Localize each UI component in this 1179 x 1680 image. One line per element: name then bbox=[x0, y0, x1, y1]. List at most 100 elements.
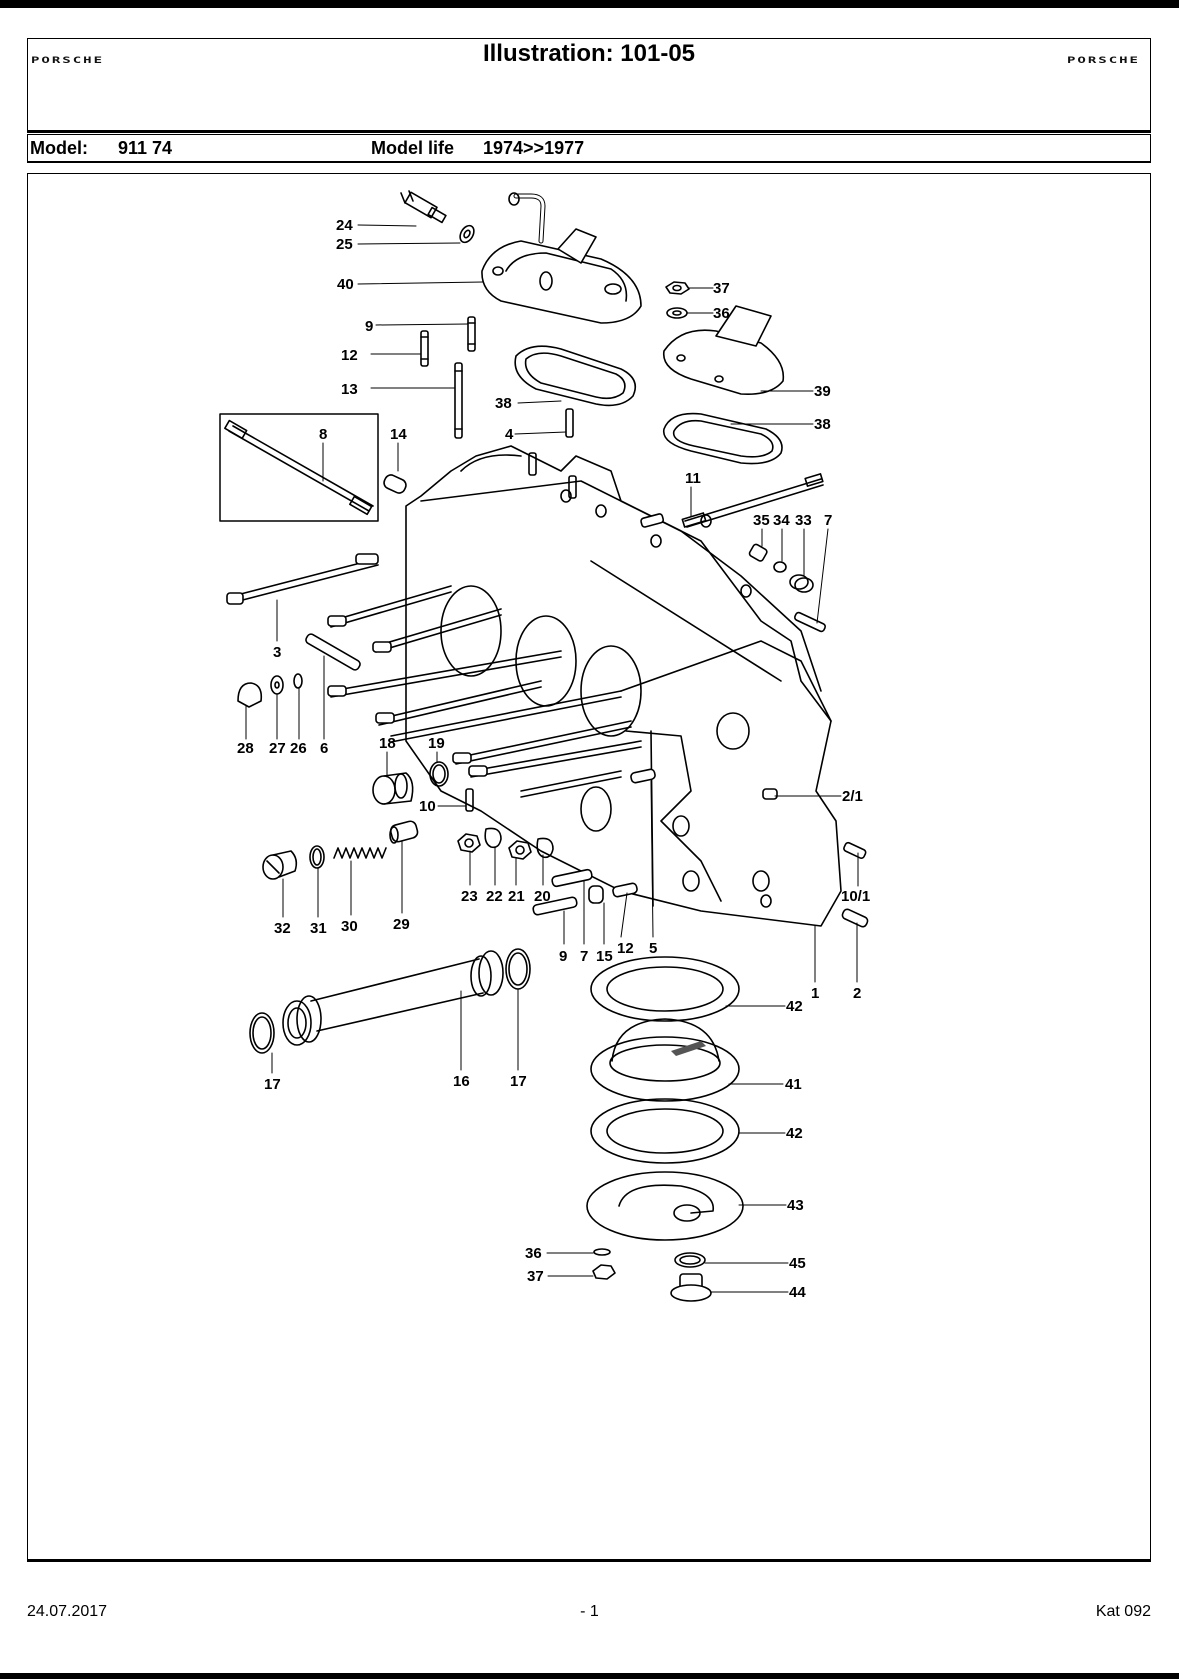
stud-part-13 bbox=[454, 362, 463, 439]
nut-part-37-bottom bbox=[592, 1264, 616, 1280]
washer-part-25 bbox=[459, 224, 475, 244]
model-life-label: Model life bbox=[371, 138, 455, 158]
seal-ring-part-17-left bbox=[249, 1012, 275, 1054]
stud-part-9-lower bbox=[532, 896, 578, 916]
cap-nut-part-28 bbox=[237, 682, 263, 708]
callout-31: 31 bbox=[310, 920, 327, 937]
callout-7-right: 7 bbox=[824, 512, 832, 529]
callout-25: 25 bbox=[336, 236, 353, 253]
callout-5: 5 bbox=[649, 940, 657, 957]
callout-43: 43 bbox=[787, 1197, 804, 1214]
porsche-logo-left: PORSCHE bbox=[31, 56, 105, 66]
stud-part-7-lower bbox=[551, 868, 593, 888]
callout-18: 18 bbox=[379, 735, 396, 752]
bottom-black-band bbox=[0, 1673, 1179, 1679]
callout-20: 20 bbox=[534, 888, 551, 905]
top-black-band bbox=[0, 0, 1179, 8]
callout-6: 6 bbox=[320, 740, 328, 757]
stud-part-12-top bbox=[420, 330, 429, 367]
callout-37-bottom: 37 bbox=[527, 1268, 544, 1285]
model-life-value: 1974>>1977 bbox=[483, 138, 585, 158]
callout-1: 1 bbox=[811, 985, 819, 1002]
stud-part-2 bbox=[841, 908, 869, 928]
callout-41: 41 bbox=[785, 1076, 802, 1093]
callout-22: 22 bbox=[486, 888, 503, 905]
callout-32: 32 bbox=[274, 920, 291, 937]
porsche-logo-right: PORSCHE bbox=[1066, 56, 1140, 66]
pipe-part-16 bbox=[282, 950, 504, 1046]
stud-part-2-1 bbox=[762, 788, 778, 800]
stud-part-7-right bbox=[793, 611, 827, 633]
callout-23: 23 bbox=[461, 888, 478, 905]
gasket-part-38-left bbox=[514, 345, 637, 407]
callout-19: 19 bbox=[428, 735, 445, 752]
callout-3: 3 bbox=[273, 644, 281, 661]
callout-27: 27 bbox=[269, 740, 286, 757]
callout-7-lower: 7 bbox=[580, 948, 588, 965]
callout-2: 2 bbox=[853, 985, 861, 1002]
model-info-row: Model: 911 74 Model life 1974>>1977 bbox=[27, 134, 1151, 163]
print-date: 24.07.2017 bbox=[27, 1603, 108, 1620]
callout-36-top: 36 bbox=[713, 305, 730, 322]
sleeve-part-15 bbox=[588, 885, 604, 904]
callout-8: 8 bbox=[319, 426, 327, 443]
stud-part-10 bbox=[465, 788, 474, 812]
plug-part-33 bbox=[789, 574, 814, 593]
catalog-number: Kat 092 bbox=[1095, 1603, 1151, 1620]
gasket-part-38-right bbox=[662, 412, 783, 465]
callout-38-right: 38 bbox=[814, 416, 831, 433]
seal-ring-part-45 bbox=[674, 1252, 706, 1268]
crankcase-through-studs bbox=[327, 513, 665, 798]
callout-11: 11 bbox=[685, 470, 701, 487]
split-pin-part-36-bottom bbox=[593, 1248, 611, 1256]
callout-9-lower: 9 bbox=[559, 948, 567, 965]
callout-28: 28 bbox=[237, 740, 254, 757]
sensor-part-24 bbox=[400, 190, 447, 224]
callout-4: 4 bbox=[505, 426, 514, 443]
callout-29: 29 bbox=[393, 916, 410, 933]
washer-part-31 bbox=[309, 845, 325, 869]
callout-34: 34 bbox=[773, 512, 790, 529]
callout-10: 10 bbox=[419, 798, 436, 815]
callout-10-1: 10/1 bbox=[841, 888, 870, 905]
callout-39: 39 bbox=[814, 383, 831, 400]
seal-ring-part-19 bbox=[429, 761, 449, 787]
callout-17-left: 17 bbox=[264, 1076, 281, 1093]
callout-42-bottom: 42 bbox=[786, 1125, 803, 1142]
callout-12: 12 bbox=[341, 347, 358, 364]
nut-part-23 bbox=[457, 833, 481, 853]
stud-part-8 bbox=[224, 419, 374, 516]
callout-30: 30 bbox=[341, 918, 358, 935]
gasket-part-42-top bbox=[590, 956, 740, 1022]
stud-part-8-box bbox=[219, 413, 379, 522]
washer-part-36-top bbox=[666, 307, 688, 319]
stud-part-6 bbox=[305, 633, 361, 671]
callout-14: 14 bbox=[390, 426, 407, 443]
stud-part-11 bbox=[681, 473, 824, 528]
lock-washer-part-22 bbox=[484, 827, 502, 849]
callout-35: 35 bbox=[753, 512, 770, 529]
nut-part-37-top bbox=[665, 281, 690, 295]
callout-33: 33 bbox=[795, 512, 812, 529]
stud-part-10-1 bbox=[843, 841, 867, 859]
crankcase-part-1 bbox=[405, 445, 842, 927]
callout-13: 13 bbox=[341, 381, 358, 398]
sleeve-part-14 bbox=[383, 474, 407, 494]
washer-part-34 bbox=[773, 561, 787, 573]
callout-36-bottom: 36 bbox=[525, 1245, 542, 1262]
strainer-part-41 bbox=[590, 1018, 740, 1102]
washer-part-26 bbox=[293, 673, 303, 689]
callout-15: 15 bbox=[596, 948, 613, 965]
callout-37-top: 37 bbox=[713, 280, 730, 297]
callout-38-left: 38 bbox=[495, 395, 512, 412]
cover-plate-part-43 bbox=[586, 1171, 744, 1241]
stud-part-9-top bbox=[467, 316, 476, 352]
piston-part-29 bbox=[389, 820, 419, 844]
stud-part-4 bbox=[528, 452, 537, 476]
page-header: PORSCHE Illustration: 101-05 PORSCHE bbox=[27, 38, 1151, 133]
cover-part-39 bbox=[662, 305, 785, 396]
nut-part-35 bbox=[748, 543, 768, 562]
model-label: Model: bbox=[30, 138, 88, 158]
lock-washer-part-20 bbox=[536, 837, 554, 859]
